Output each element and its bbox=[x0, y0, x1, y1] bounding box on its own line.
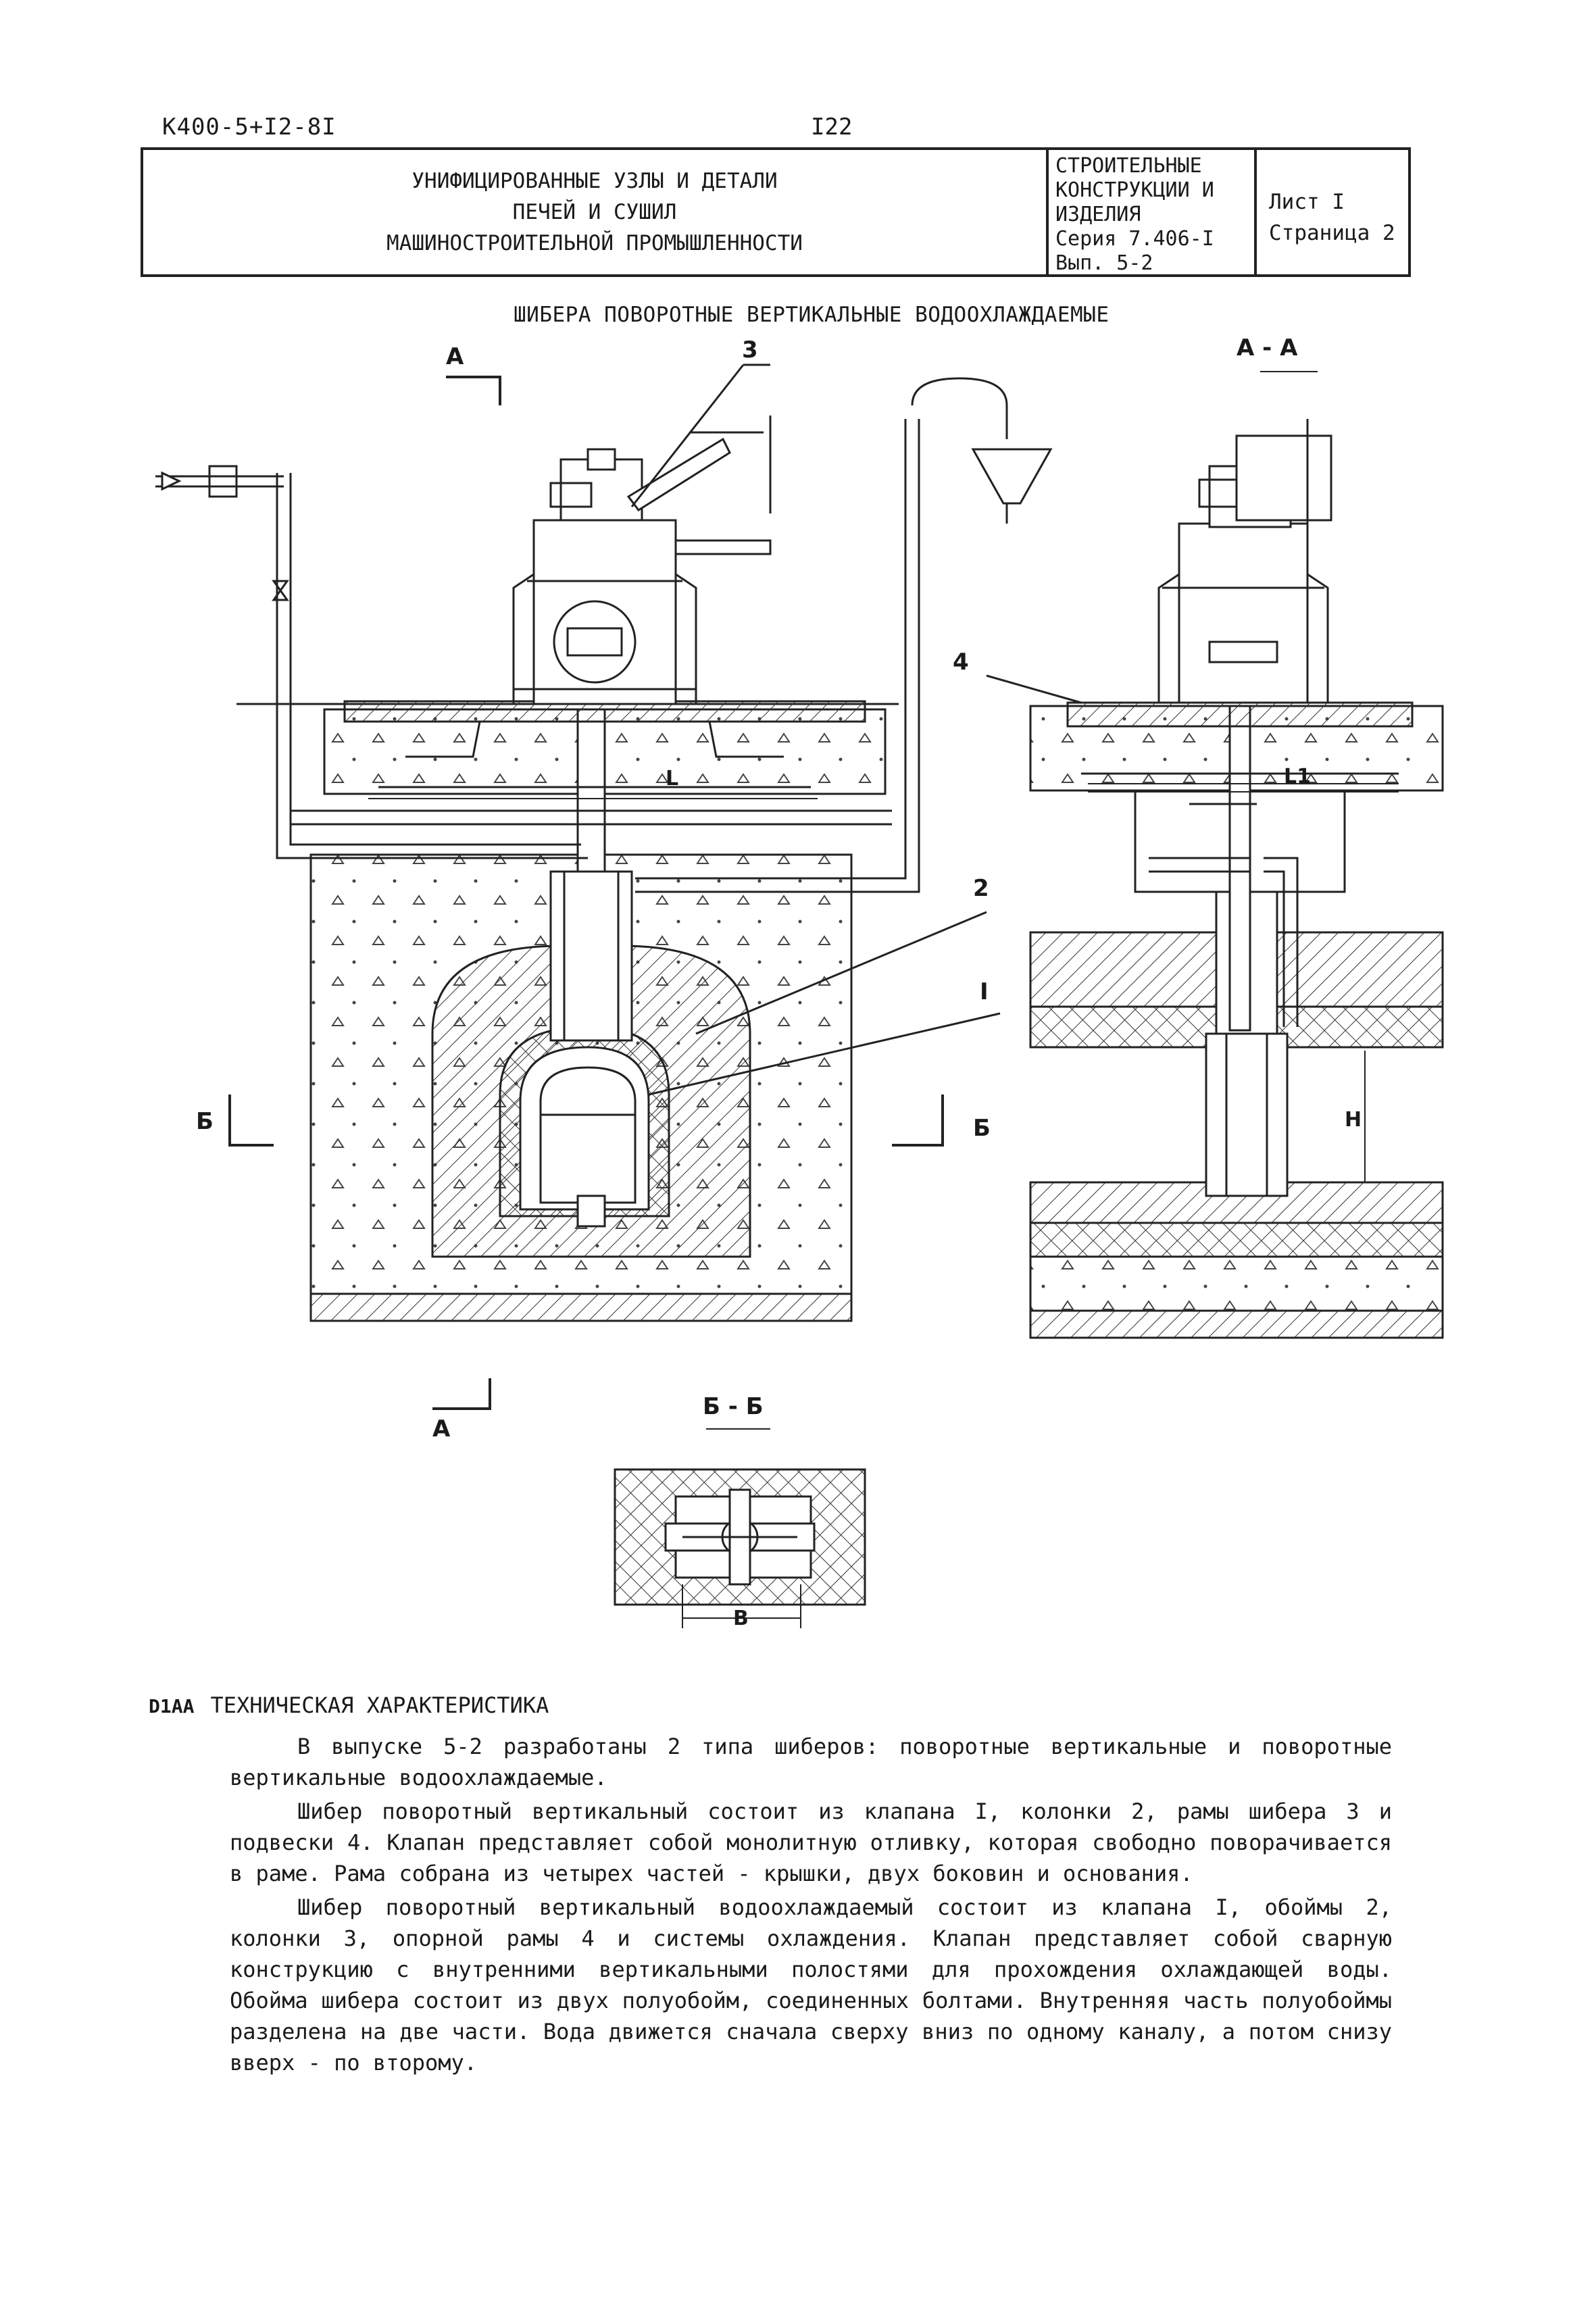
section-marker-b-right: Б bbox=[973, 1115, 991, 1142]
document-code: К400-5+I2-8I bbox=[162, 114, 336, 141]
title-line: ПЕЧЕЙ И СУШИЛ bbox=[512, 200, 677, 224]
title-block-name: УНИФИЦИРОВАННЫЕ УЗЛЫ И ДЕТАЛИ ПЕЧЕЙ И СУ… bbox=[143, 150, 1049, 274]
callout-1: I bbox=[980, 978, 989, 1005]
section-bb-view bbox=[614, 1428, 866, 1628]
title-block-sheet: Лист I Страница 2 bbox=[1257, 150, 1408, 347]
category-line: ИЗДЕЛИЯ bbox=[1055, 203, 1141, 226]
specs-heading-text: ТЕХНИЧЕСКАЯ ХАРАКТЕРИСТИКА bbox=[210, 1692, 549, 1718]
specs-paragraph-3: Шибер поворотный вертикальный водоохлажд… bbox=[230, 1894, 1392, 2076]
callout-3: 3 bbox=[742, 336, 758, 363]
section-marker-a-top: А bbox=[446, 343, 464, 370]
title-block-category: СТРОИТЕЛЬНЫЕ КОНСТРУКЦИИ И ИЗДЕЛИЯ Серия… bbox=[1049, 150, 1257, 275]
section-marker-a-bottom: А bbox=[432, 1415, 451, 1442]
page-index: Страница 2 bbox=[1269, 221, 1395, 245]
dimension-l: L bbox=[666, 767, 679, 790]
specs-marker: D1AA bbox=[149, 1695, 195, 1717]
section-bb-label: Б - Б bbox=[703, 1393, 764, 1420]
dimension-l1: L1 bbox=[1284, 765, 1311, 788]
title-line: МАШИНОСТРОИТЕЛЬНОЙ ПРОМЫШЛЕННОСТИ bbox=[386, 231, 803, 255]
specs-paragraph-1: В выпуске 5-2 разработаны 2 типа шиберов… bbox=[230, 1734, 1392, 1790]
main-view bbox=[155, 363, 1053, 1410]
section-aa-view bbox=[986, 371, 1444, 1339]
callout-2: 2 bbox=[973, 875, 989, 902]
sheet-number: Лист I bbox=[1269, 190, 1345, 214]
category-line: Серия 7.406-I bbox=[1055, 227, 1214, 251]
dimension-b: B bbox=[733, 1607, 749, 1630]
specs-paragraph-2: Шибер поворотный вертикальный состоит из… bbox=[230, 1799, 1392, 1886]
category-line: СТРОИТЕЛЬНЫЕ bbox=[1055, 154, 1202, 178]
callout-4: 4 bbox=[953, 649, 969, 676]
title-line: УНИФИЦИРОВАННЫЕ УЗЛЫ И ДЕТАЛИ bbox=[412, 169, 778, 193]
specs-heading: D1AA ТЕХНИЧЕСКАЯ ХАРАКТЕРИСТИКА bbox=[149, 1692, 549, 1718]
dimension-h: H bbox=[1345, 1108, 1362, 1132]
page-number: I22 bbox=[811, 114, 853, 141]
drawing-title: ШИБЕРА ПОВОРОТНЫЕ ВЕРТИКАЛЬНЫЕ ВОДООХЛАЖ… bbox=[514, 303, 1109, 327]
category-line: КОНСТРУКЦИИ И bbox=[1055, 178, 1214, 202]
section-marker-b-left: Б bbox=[196, 1108, 214, 1135]
title-block: УНИФИЦИРОВАННЫЕ УЗЛЫ И ДЕТАЛИ ПЕЧЕЙ И СУ… bbox=[141, 147, 1411, 277]
category-line: Вып. 5-2 bbox=[1055, 251, 1153, 275]
section-aa-label: А - А bbox=[1237, 334, 1298, 361]
